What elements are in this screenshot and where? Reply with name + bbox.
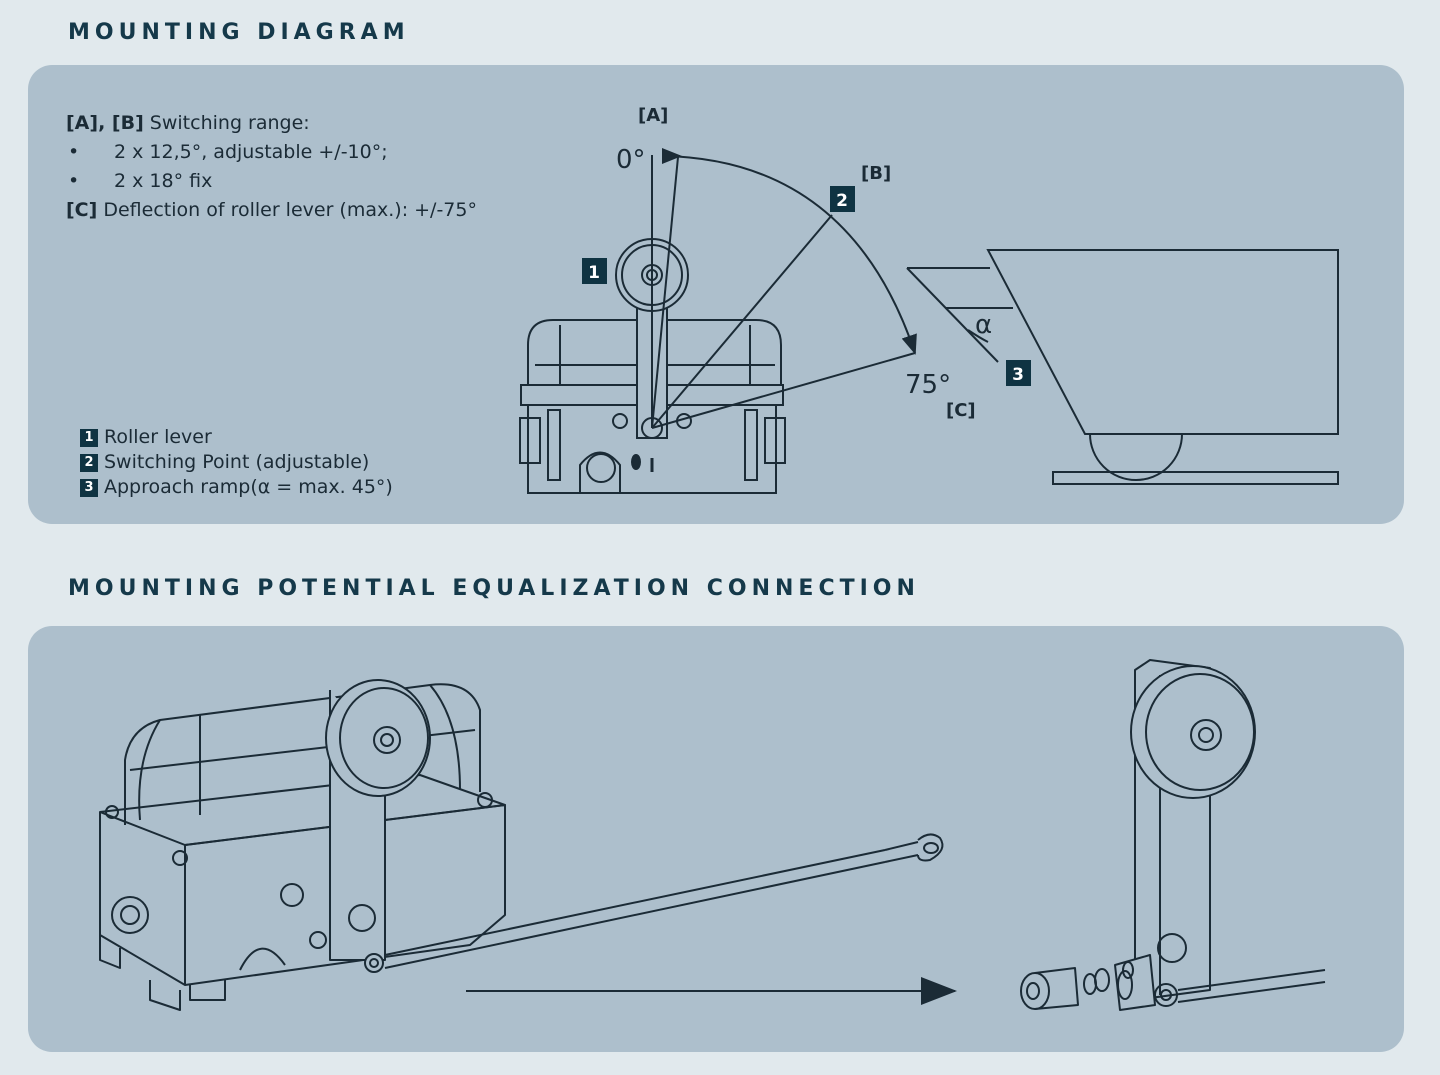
svg-text:1: 1 xyxy=(588,263,600,283)
mounting-diagram-panel xyxy=(28,65,1404,524)
switching-range-line: [A], [B] Switching range: xyxy=(66,112,310,134)
switch-isometric-view xyxy=(99,679,506,1011)
label-a: [A] xyxy=(638,105,668,126)
mounting-diagram-title: MOUNTING DIAGRAM xyxy=(68,20,410,45)
alpha-label: α xyxy=(975,310,992,340)
approach-ramp-cart xyxy=(906,249,1339,485)
label-b: [B] xyxy=(861,163,891,184)
switching-description: [A], [B] Switching range: •2 x 12,5°, ad… xyxy=(66,109,477,225)
badge-switching-point: 2 xyxy=(830,186,855,212)
badge-roller-lever: 1 xyxy=(582,258,607,284)
angle-construction xyxy=(651,148,917,429)
bullet-item: •2 x 12,5°, adjustable +/-10°; xyxy=(68,141,388,163)
lever-detail-view xyxy=(1020,659,1326,1011)
deflection-line: [C] Deflection of roller lever (max.): +… xyxy=(66,199,477,221)
svg-text:3: 3 xyxy=(1012,365,1024,385)
angle-75-label: 75° xyxy=(905,370,951,400)
svg-text:2: 2 xyxy=(836,191,848,211)
label-c: [C] xyxy=(946,400,976,421)
ground-cable xyxy=(384,833,944,969)
equalization-title: MOUNTING POTENTIAL EQUALIZATION CONNECTI… xyxy=(68,576,920,601)
angle-zero-label: 0° xyxy=(616,145,646,175)
bullet-item: •2 x 18° fix xyxy=(68,170,213,192)
badge-approach-ramp: 3 xyxy=(1006,360,1031,386)
